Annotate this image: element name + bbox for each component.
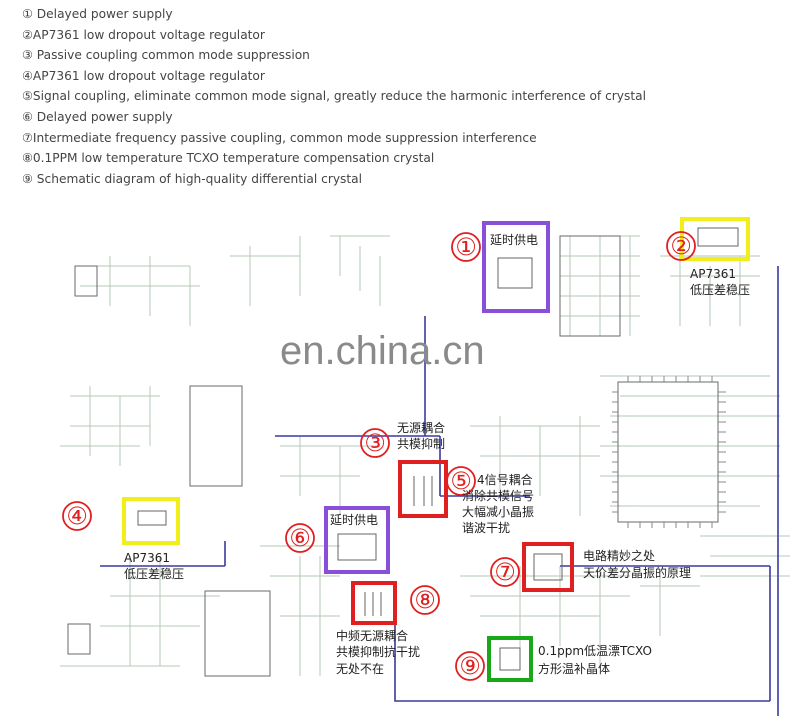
callout-label-5a: 4信号耦合 (477, 472, 533, 487)
callout-8: ⑧ 中频无源耦合 共模抑制抗干扰 无处不在 (336, 581, 440, 676)
callout-label-2a: AP7361 (690, 267, 736, 281)
callout-number-6: ⑥ (289, 524, 311, 552)
ic-left-bottom (204, 590, 271, 677)
callout-label-7a: 电路精妙之处 (583, 548, 655, 563)
legend-item-4: ④AP7361 low dropout voltage regulator (22, 68, 265, 83)
callout-6: ⑥ 延时供电 (285, 506, 390, 574)
ic-top-right (559, 235, 621, 337)
callout-number-1: ① (455, 233, 477, 261)
callout-number-5: ⑤ (450, 467, 472, 495)
component-glyphs (137, 227, 739, 671)
callout-1: ① 延时供电 (451, 221, 550, 313)
callout-label-9b: 方形温补晶体 (538, 661, 610, 676)
callout-label-8b: 共模抑制抗干扰 (336, 644, 420, 659)
callout-label-9a: 0.1ppm低温漂TCXO (538, 644, 652, 658)
watermark: en.china.cn (280, 329, 485, 373)
highlight-box-8 (351, 581, 397, 625)
callout-label-5c: 大幅减小晶振 (462, 504, 534, 519)
callout-label-3b: 共模抑制 (397, 436, 445, 451)
highlight-box-1 (482, 221, 550, 313)
legend-item-8: ⑧0.1PPM low temperature TCXO temperature… (22, 151, 435, 166)
legend-item-3: ③ Passive coupling common mode suppressi… (22, 48, 310, 63)
callout-4: ④ AP7361 低压差稳压 (62, 497, 184, 581)
callout-label-2b: 低压差稳压 (690, 282, 750, 297)
callout-label-8a: 中频无源耦合 (336, 628, 408, 643)
callout-7: ⑦ 电路精妙之处 天价差分晶振的原理 (490, 542, 691, 592)
callout-number-8: ⑧ (414, 586, 436, 614)
callout-label-8c: 无处不在 (336, 662, 384, 676)
highlight-box-2 (680, 217, 750, 261)
callout-number-2: ② (670, 232, 692, 260)
callout-3: ③ 无源耦合 共模抑制 (360, 420, 445, 458)
ic-pins (612, 376, 726, 528)
callout-number-3: ③ (364, 429, 386, 457)
legend-item-2: ②AP7361 low dropout voltage regulator (22, 27, 265, 42)
legend-item-6: ⑥ Delayed power supply (22, 109, 173, 124)
legend-item-9: ⑨ Schematic diagram of high-quality diff… (22, 171, 363, 186)
ic-left-middle (189, 385, 243, 487)
callout-number-4: ④ (66, 502, 88, 530)
callout-label-5b: 消除共模信号 (462, 488, 534, 503)
legend-item-5: ⑤Signal coupling, eliminate common mode … (22, 89, 647, 104)
callout-label-4b: 低压差稳压 (124, 566, 184, 581)
callout-2: ② AP7361 低压差稳压 (666, 217, 750, 297)
highlight-box-6 (324, 506, 390, 574)
highlight-box-9 (487, 636, 533, 682)
callout-9: ⑨ 0.1ppm低温漂TCXO 方形温补晶体 (455, 636, 652, 682)
callout-label-1: 延时供电 (490, 233, 538, 247)
callout-label-5d: 谐波干扰 (462, 521, 510, 535)
connector-top-left (74, 265, 98, 297)
callout-label-6: 延时供电 (330, 513, 378, 527)
legend-list: ① Delayed power supply ②AP7361 low dropo… (22, 4, 782, 189)
callout-label-3a: 无源耦合 (397, 420, 445, 435)
callout-number-9: ⑨ (459, 652, 481, 680)
callout-5: ⑤ 4信号耦合 消除共模信号 大幅减小晶振 谐波干扰 (398, 460, 534, 535)
legend-item-7: ⑦Intermediate frequency passive coupling… (22, 130, 537, 145)
highlight-box-5 (398, 460, 448, 518)
legend-item-1: ① Delayed power supply (22, 7, 173, 21)
highlight-box-4 (122, 497, 180, 545)
signal-wires (100, 266, 779, 716)
highlight-box-7 (522, 542, 574, 592)
circuit-schematic: en.china.cn ① 延时供电 ② AP7361 低压差稳压 ③ 无源耦合… (60, 217, 790, 716)
ic-right-large (617, 381, 719, 523)
callout-number-7: ⑦ (494, 558, 516, 586)
callout-label-7b: 天价差分晶振的原理 (583, 565, 691, 580)
connector-bottom-left (67, 623, 91, 655)
background-traces (60, 235, 790, 676)
callout-label-4a: AP7361 (124, 551, 170, 565)
